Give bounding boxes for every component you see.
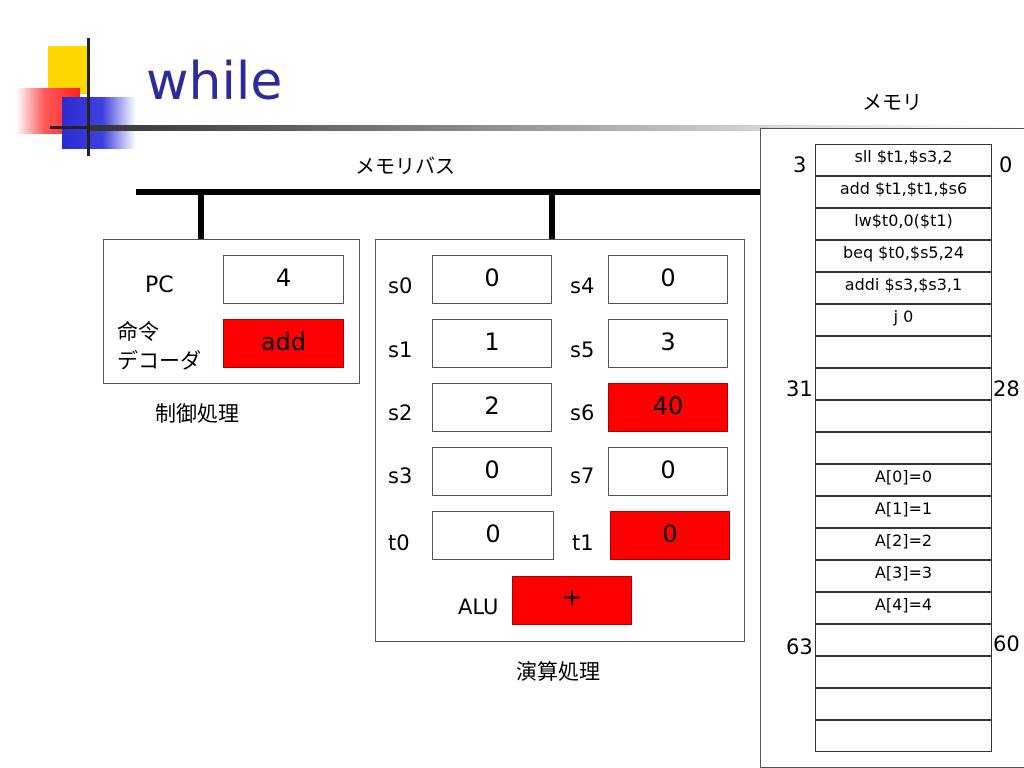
register-label-s3: s3 — [388, 464, 413, 488]
memory-cell: A[4]=4 — [815, 592, 992, 624]
bus-drop-arith — [549, 193, 555, 240]
memory-address-left-0: 3 — [793, 153, 807, 177]
memory-bus — [136, 189, 760, 195]
pc-label: PC — [145, 273, 174, 298]
register-s5: 3 — [608, 319, 728, 368]
memory-address-right-2: 60 — [993, 632, 1020, 656]
memory-cell — [815, 432, 992, 464]
decoder-label-line2: デコーダ — [117, 349, 201, 373]
arithmetic-unit-panel — [375, 239, 745, 642]
memory-cell: A[1]=1 — [815, 496, 992, 528]
memory-cell — [815, 336, 992, 368]
register-s3: 0 — [432, 447, 552, 496]
register-s6: 40 — [608, 383, 728, 432]
register-label-s5: s5 — [570, 338, 595, 362]
memory-cell: A[3]=3 — [815, 560, 992, 592]
memory-cell — [815, 368, 992, 400]
title-underline — [90, 125, 1024, 131]
memory-cell — [815, 688, 992, 720]
memory-cell: lw$t0,0($t1) — [815, 208, 992, 240]
register-label-s4: s4 — [570, 274, 595, 298]
register-s2: 2 — [432, 383, 552, 432]
memory-address-left-2: 63 — [786, 635, 813, 659]
memory-cell: sll $t1,$s3,2 — [815, 144, 992, 176]
register-label-s0: s0 — [388, 274, 413, 298]
register-s7: 0 — [608, 447, 728, 496]
memory-address-left-1: 31 — [786, 377, 813, 401]
memory-address-right-1: 28 — [993, 377, 1020, 401]
memory-cell: A[2]=2 — [815, 528, 992, 560]
register-label-s2: s2 — [388, 401, 413, 425]
pc-register: 4 — [223, 255, 344, 304]
register-s1: 1 — [432, 319, 552, 368]
title-decoration-yellow — [48, 46, 90, 94]
memory-cell: add $t1,$t1,$s6 — [815, 176, 992, 208]
register-label-s1: s1 — [388, 338, 413, 362]
instruction-decoder: add — [223, 319, 344, 368]
register-label-s7: s7 — [570, 464, 595, 488]
register-s0: 0 — [432, 255, 552, 304]
memory-cell — [815, 400, 992, 432]
memory-cell: j 0 — [815, 304, 992, 336]
register-s4: 0 — [608, 255, 728, 304]
slide-title: while — [146, 52, 283, 112]
memory-address-right-0: 0 — [999, 153, 1013, 177]
arith-caption: 演算処理 — [516, 660, 600, 684]
bus-drop-control — [198, 193, 204, 240]
alu: + — [512, 576, 632, 625]
control-caption: 制御処理 — [155, 402, 239, 426]
memory-cell: A[0]=0 — [815, 464, 992, 496]
register-label-t0: t0 — [388, 531, 410, 555]
title-decoration-vline — [87, 38, 90, 156]
memory-cell — [815, 720, 992, 752]
register-label-t1: t1 — [572, 531, 594, 555]
memory-cell — [815, 656, 992, 688]
decoder-label-line1: 命令 — [117, 320, 159, 344]
title-decoration-blue — [62, 97, 136, 149]
register-label-s6: s6 — [570, 401, 595, 425]
alu-label: ALU — [458, 595, 499, 619]
bus-label: メモリバス — [355, 154, 455, 178]
register-t1: 0 — [610, 511, 730, 560]
register-t0: 0 — [432, 511, 554, 560]
memory-cell: beq $t0,$s5,24 — [815, 240, 992, 272]
memory-cell — [815, 624, 992, 656]
memory-label: メモリ — [862, 90, 922, 114]
memory-cell: addi $s3,$s3,1 — [815, 272, 992, 304]
